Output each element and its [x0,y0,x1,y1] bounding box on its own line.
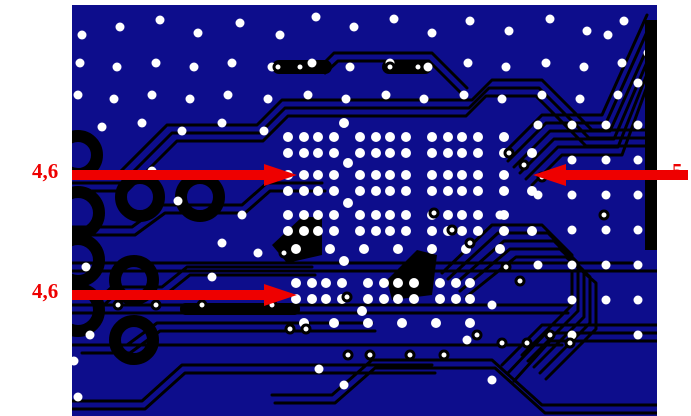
callout-label-4-6-bottom: 4,6 [32,279,59,303]
annotation-arrow-5 [528,162,688,188]
via-group-right [462,120,643,385]
annotation-arrow-4-6-top [72,162,302,188]
via-group-bottom [72,166,349,402]
board-edge-bar [645,20,657,250]
via-field-bga [283,118,537,328]
via-group-ringed [112,61,610,361]
left-margin [0,0,72,416]
callout-label-4-6-top: 4,6 [32,159,59,183]
top-margin [0,0,691,5]
via-group-scattered-top [73,12,657,136]
callout-label-5: 5 [672,159,683,183]
right-margin [657,0,691,416]
annotation-arrow-4-6-bottom [72,282,302,308]
pcb-board [72,5,657,416]
pcb-artwork [72,5,657,416]
